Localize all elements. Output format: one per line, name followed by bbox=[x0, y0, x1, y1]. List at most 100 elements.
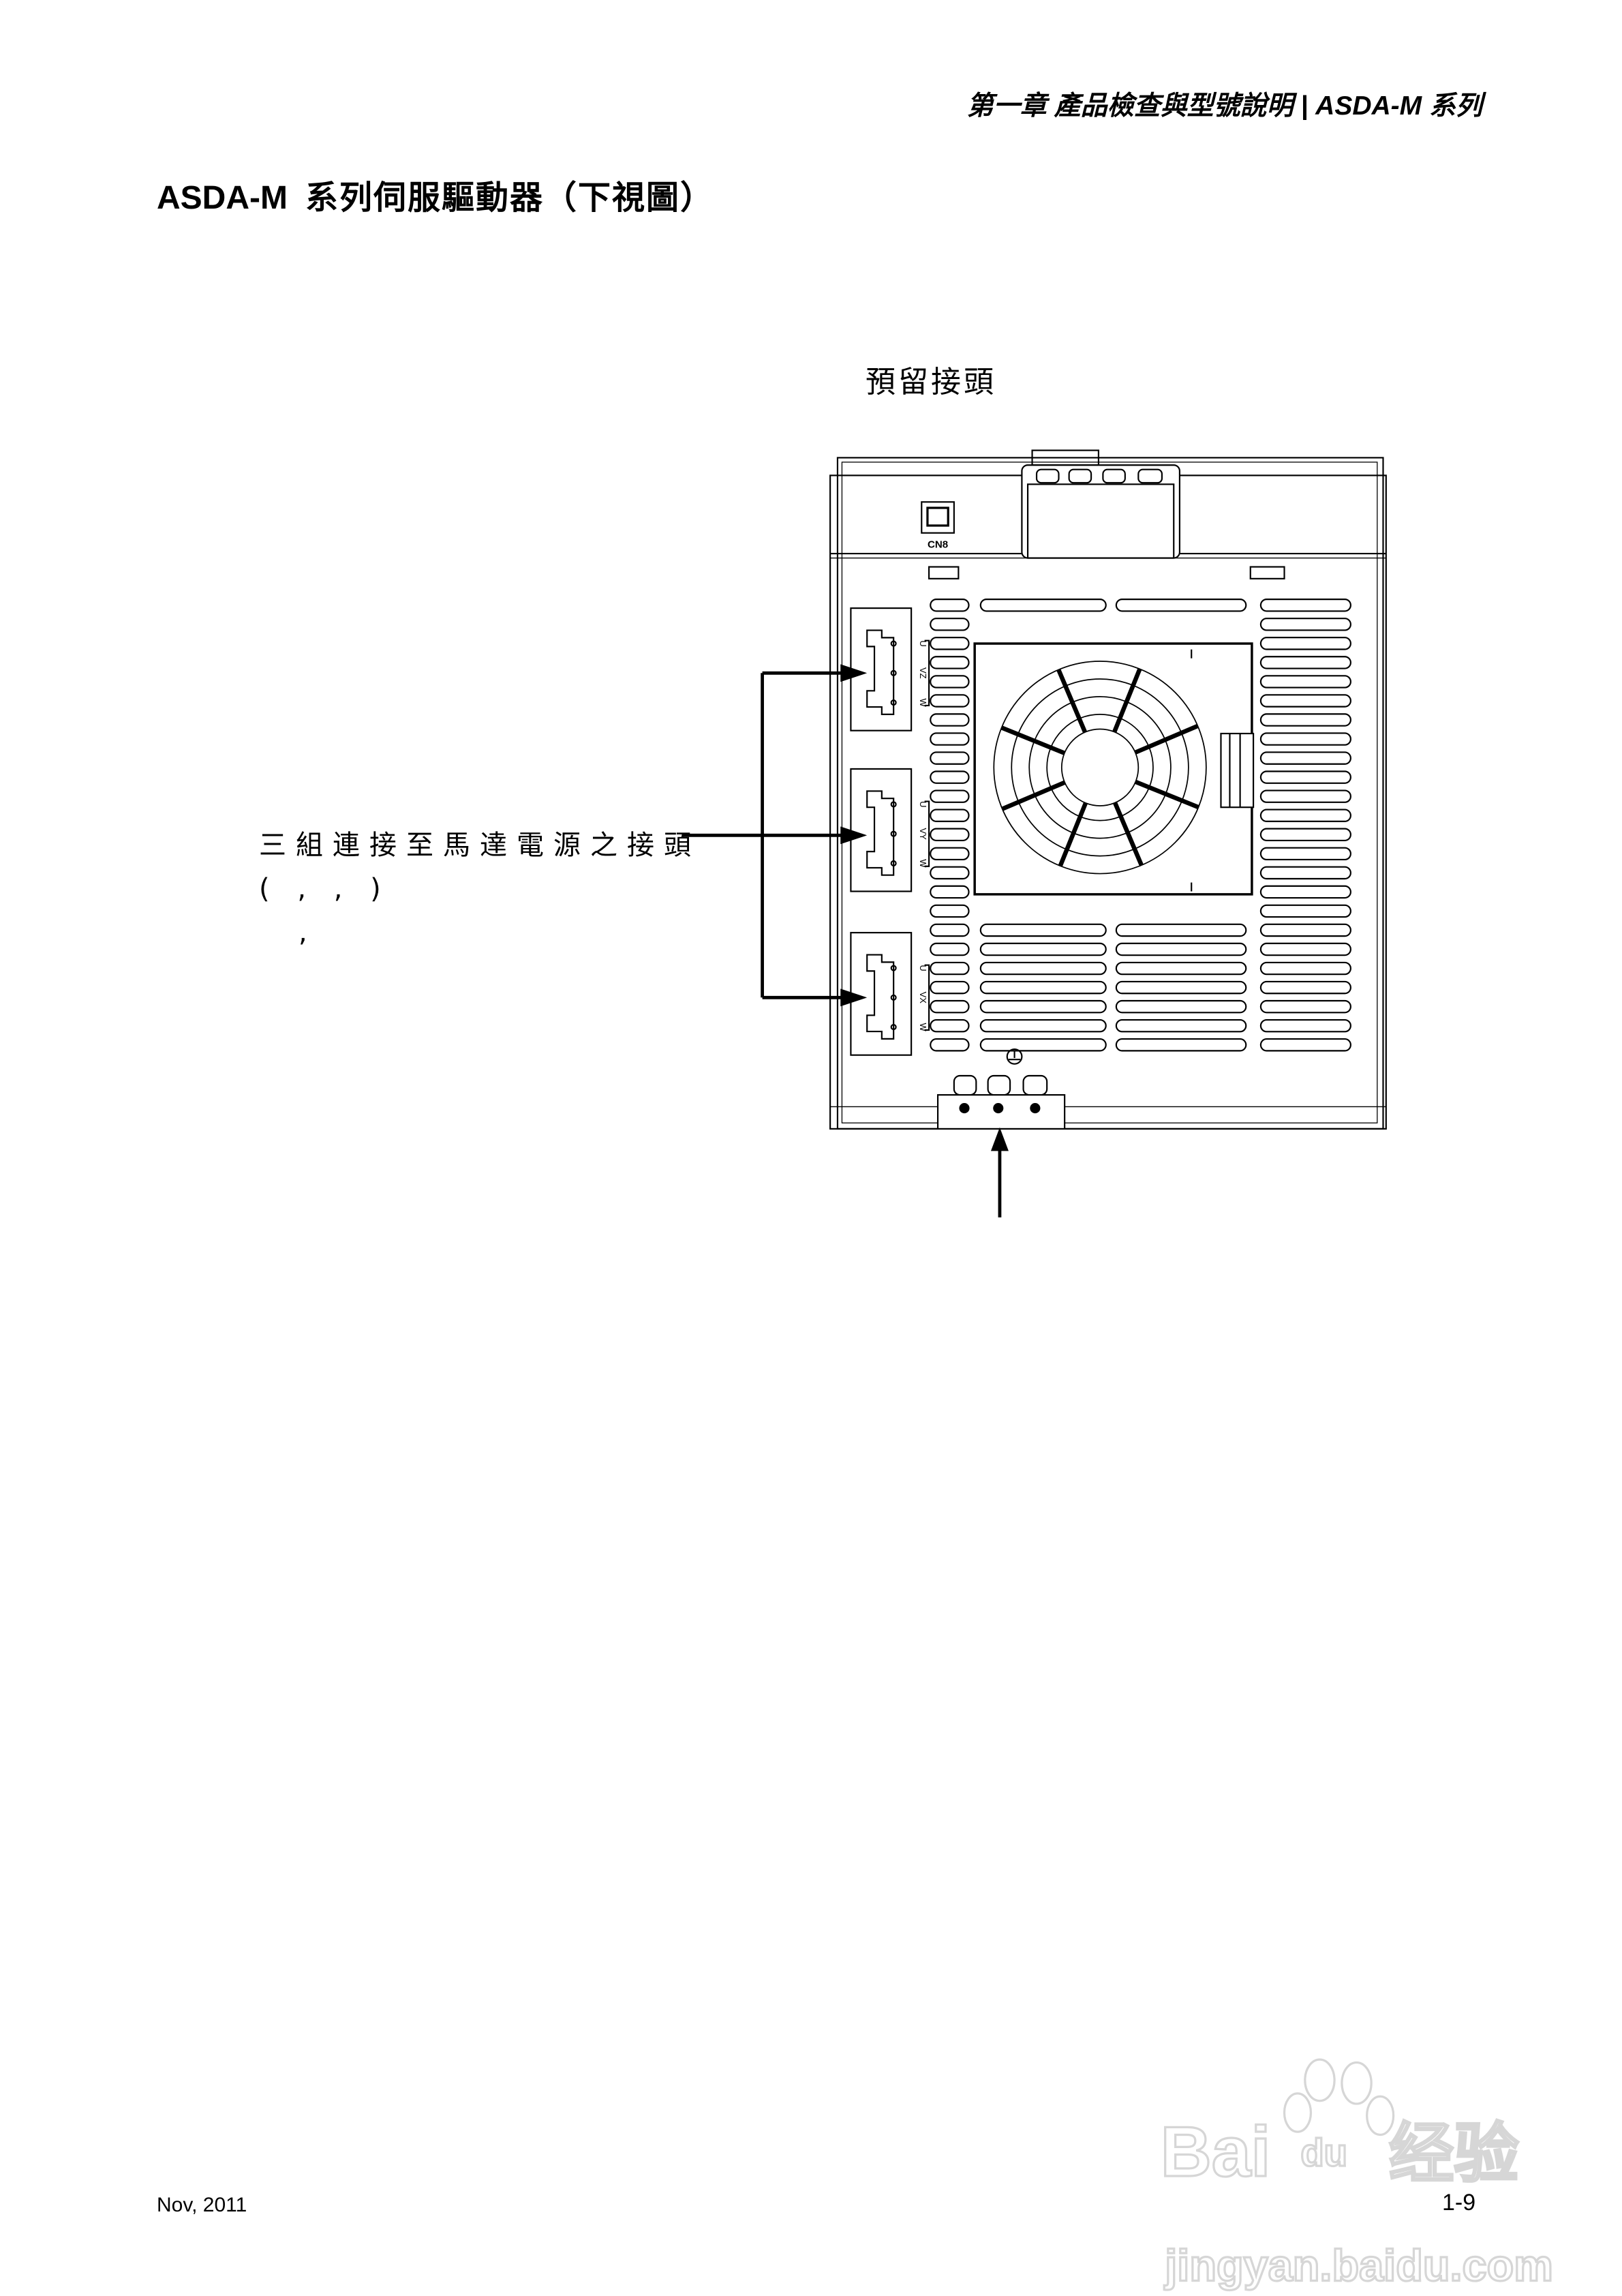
vent-slot bbox=[1259, 751, 1351, 765]
vent-slot bbox=[979, 1018, 1107, 1033]
footer-page-number: 1-9 bbox=[1442, 2190, 1476, 2216]
callout-arrows bbox=[682, 664, 1009, 1218]
terminal-screw bbox=[993, 1103, 1004, 1114]
vent-slot bbox=[930, 675, 970, 689]
vent-slots bbox=[930, 599, 1351, 1052]
connector-pin-label: U bbox=[918, 965, 928, 971]
fan-spoke bbox=[1112, 668, 1142, 733]
vent-slot bbox=[1259, 618, 1351, 631]
connector-pin bbox=[890, 640, 897, 647]
connector-pin-label: U bbox=[918, 801, 928, 807]
fan-ring bbox=[1011, 678, 1189, 857]
vent-slot bbox=[1259, 599, 1351, 612]
connector-bracket bbox=[924, 800, 930, 867]
fan-grille bbox=[993, 649, 1207, 892]
connector-plug bbox=[866, 790, 895, 876]
connector-pin-label: VZ bbox=[918, 667, 928, 679]
vent-slot bbox=[1259, 847, 1351, 861]
vent-slot bbox=[930, 694, 970, 708]
cn8-outer bbox=[921, 501, 955, 534]
vent-slot bbox=[1259, 1038, 1351, 1052]
vent-slot bbox=[1259, 770, 1351, 784]
vent-slot bbox=[930, 789, 970, 803]
ground-symbol-icon bbox=[1006, 1048, 1023, 1065]
page-title-model: ASDA-M bbox=[157, 180, 288, 216]
terminal-screw-top bbox=[987, 1074, 1011, 1096]
connector-housing bbox=[1021, 464, 1180, 559]
vent-slot bbox=[930, 637, 970, 650]
vent-slot bbox=[1115, 923, 1247, 937]
motor-power-label-line3: , bbox=[299, 917, 317, 948]
vent-slot bbox=[930, 961, 970, 976]
arrowhead bbox=[840, 988, 868, 1007]
vent-slot bbox=[1115, 999, 1247, 1014]
terminal-screw-top bbox=[953, 1074, 977, 1096]
vent-slot bbox=[1259, 866, 1351, 880]
vent-slot bbox=[1259, 789, 1351, 803]
fan-ring bbox=[1060, 728, 1139, 806]
footer-date: Nov, 2011 bbox=[157, 2194, 247, 2216]
vent-slot bbox=[930, 1018, 970, 1033]
body-inner-outline bbox=[841, 462, 1378, 1123]
label-slot-left bbox=[928, 566, 960, 579]
vent-slot bbox=[1259, 999, 1351, 1014]
vent-slot bbox=[1259, 675, 1351, 689]
arrowhead bbox=[990, 1127, 1009, 1151]
connector-bracket bbox=[924, 964, 930, 1031]
fan-spoke bbox=[1056, 669, 1088, 734]
reserved-connector-label: 預留接頭 bbox=[866, 365, 996, 399]
main-terminal bbox=[936, 1048, 1066, 1130]
connector-bump bbox=[1035, 468, 1060, 484]
connector-bump bbox=[1068, 468, 1092, 484]
fan-ring bbox=[1046, 714, 1154, 821]
vent-slot bbox=[1259, 713, 1351, 727]
vent-slot bbox=[930, 751, 970, 765]
vent-slot bbox=[930, 904, 970, 918]
vent-slot bbox=[1259, 961, 1351, 976]
connector-plug bbox=[866, 629, 895, 715]
running-header: 第一章 產品檢查與型號說明 | ASDA-M 系列 bbox=[966, 91, 1482, 121]
cn8-label: CN8 bbox=[928, 539, 948, 550]
reserved-connector bbox=[1021, 449, 1180, 559]
vent-slot bbox=[930, 923, 970, 937]
vent-slot bbox=[979, 980, 1107, 995]
fan-spoke bbox=[1134, 723, 1199, 755]
vent-slot bbox=[979, 599, 1107, 612]
cn8-port: CN8 bbox=[921, 501, 955, 550]
vent-slot bbox=[1259, 942, 1351, 956]
connector-plug bbox=[866, 954, 895, 1040]
vent-slot bbox=[930, 999, 970, 1014]
motor-power-label: 三組連接至馬達電源之接頭 ( , , ) , bbox=[259, 824, 701, 954]
fan-latch bbox=[1220, 732, 1255, 809]
fan-panel bbox=[973, 642, 1255, 896]
vent-slot bbox=[1259, 694, 1351, 708]
connector-pin bbox=[890, 699, 897, 706]
terminal-screw bbox=[959, 1103, 970, 1114]
connector-pin-label: VX bbox=[918, 992, 928, 1004]
vent-slot bbox=[979, 1038, 1107, 1052]
vent-slot bbox=[979, 942, 1107, 956]
fan-spoke bbox=[1113, 802, 1144, 866]
connector-bump bbox=[1102, 468, 1126, 484]
connector-pin bbox=[890, 994, 897, 1001]
vent-slot bbox=[1259, 809, 1351, 822]
vent-slot bbox=[930, 618, 970, 631]
vent-slot bbox=[1115, 942, 1247, 956]
fan-ring bbox=[993, 661, 1207, 875]
connector-pin bbox=[890, 1024, 897, 1031]
vent-slot bbox=[1115, 1038, 1247, 1052]
connector-pin bbox=[890, 801, 897, 808]
connector-body bbox=[1026, 483, 1175, 559]
vent-slot bbox=[930, 809, 970, 822]
motor-power-label-line1: 三組連接至馬達電源之接頭 bbox=[259, 830, 701, 861]
connector-bracket bbox=[924, 639, 930, 706]
vent-slot bbox=[1115, 1018, 1247, 1033]
motor-power-label-line2: ( , , ) bbox=[259, 873, 391, 905]
label-slot-right bbox=[1249, 566, 1285, 579]
